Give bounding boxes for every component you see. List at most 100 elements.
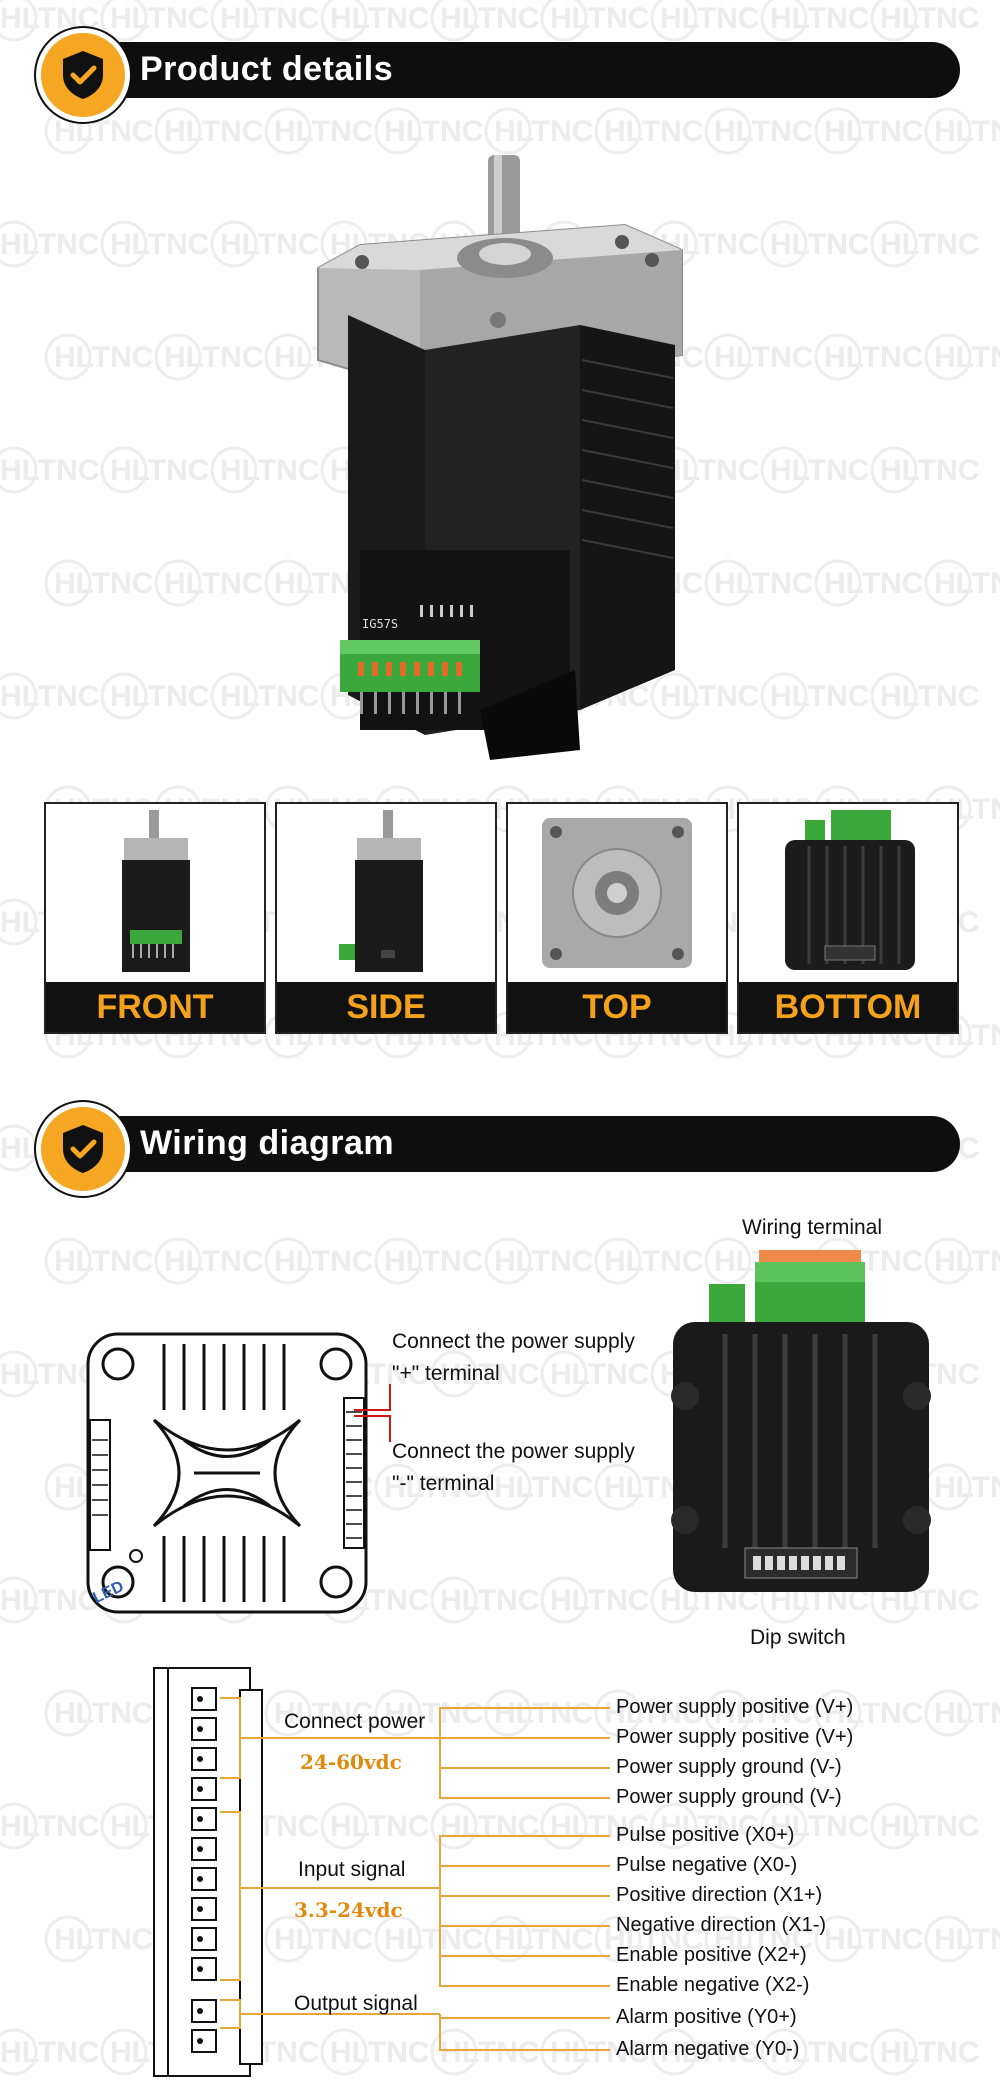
watermark-logo-ring	[100, 1802, 148, 1850]
watermark-text: HLTNC	[934, 1923, 1000, 1956]
motor-image: IG57S	[317, 155, 683, 760]
watermark-text: HLTNC	[824, 567, 923, 600]
pin-label: Negative direction (X1-)	[616, 1914, 827, 1936]
terminal-pin	[191, 1807, 217, 1831]
view-label-bottom: BOTTOM	[739, 982, 957, 1032]
watermark-logo-ring	[44, 1237, 92, 1285]
watermark-logo-ring	[924, 333, 972, 381]
watermark-text: HLTNC	[714, 567, 813, 600]
watermark-text: HLTNC	[824, 1923, 923, 1956]
watermark-logo-ring	[760, 0, 808, 42]
watermark-logo-ring	[0, 672, 38, 720]
watermark-logo-ring	[154, 559, 202, 607]
watermark-logo-ring	[814, 333, 862, 381]
watermark-text: HLTNC	[384, 1245, 483, 1278]
watermark-logo-ring	[430, 1576, 478, 1624]
pin-label: Pulse positive (X0+)	[616, 1824, 795, 1846]
pin-label: Alarm positive (Y0+)	[616, 2006, 797, 2028]
watermark-text: HLTNC	[824, 115, 923, 148]
view-panel-front: FRONT	[44, 802, 266, 1034]
watermark-text: HLTNC	[880, 2036, 979, 2069]
product-details-title: Product details	[140, 50, 394, 88]
pin-dot	[197, 1696, 203, 1702]
watermark-logo-ring	[540, 1576, 588, 1624]
watermark-logo-ring	[210, 220, 258, 268]
watermark-logo-ring	[100, 0, 148, 42]
terminal-pin	[191, 1897, 217, 1921]
watermark-text: HLTNC	[110, 2, 209, 35]
watermark-logo-ring	[870, 672, 918, 720]
watermark-logo-ring	[814, 107, 862, 155]
view-label-top: TOP	[508, 982, 726, 1032]
pin-dot	[197, 1906, 203, 1912]
watermark-text: HLTNC	[54, 1697, 153, 1730]
watermark-text: HLTNC	[494, 1471, 593, 1504]
watermark-logo-ring	[484, 107, 532, 155]
watermark-text: HLTNC	[880, 454, 979, 487]
watermark-logo-ring	[870, 2028, 918, 2076]
watermark-logo-ring	[44, 1915, 92, 1963]
view-panel-side: SIDE	[275, 802, 497, 1034]
watermark-logo-ring	[924, 1915, 972, 1963]
pin-dot	[197, 1816, 203, 1822]
pin-connector-line	[439, 2014, 610, 2019]
watermark-text: HLTNC	[54, 1923, 153, 1956]
watermark-logo-ring	[210, 672, 258, 720]
watermark-text: HLTNC	[824, 341, 923, 374]
watermark-text: HLTNC	[880, 680, 979, 713]
watermark-text: HLTNC	[384, 115, 483, 148]
pin-label: Power supply positive (V+)	[616, 1696, 854, 1718]
pin-connector-line	[439, 1888, 610, 1987]
watermark-logo-ring	[924, 1689, 972, 1737]
checkmark-shield-icon	[36, 1102, 130, 1196]
group-input-range: 3.3-24vdc	[294, 1898, 403, 1922]
terminal-pin	[191, 1777, 217, 1801]
motor-model-label: IG57S	[362, 617, 398, 631]
watermark-text: HLTNC	[934, 1697, 1000, 1730]
watermark-text: HLTNC	[274, 1245, 373, 1278]
wiring-diagram-title: Wiring diagram	[140, 1124, 395, 1162]
power-minus-label-1: Connect the power supply	[392, 1440, 635, 1463]
terminal-pin	[191, 1717, 217, 1741]
watermark-logo-ring	[704, 333, 752, 381]
watermark-logo-ring	[594, 107, 642, 155]
watermark-text: HLTNC	[110, 454, 209, 487]
terminal-pin	[191, 2029, 217, 2053]
wiring-terminal-label: Wiring terminal	[742, 1216, 883, 1239]
watermark-logo-ring	[0, 220, 38, 268]
watermark-logo-ring	[924, 559, 972, 607]
motor-outline-drawing: LED	[86, 1332, 368, 1614]
watermark-text: HLTNC	[164, 1245, 263, 1278]
watermark-text: HLTNC	[494, 115, 593, 148]
power-minus-label-2: "-" terminal	[392, 1472, 495, 1495]
product-details-banner: Product details	[40, 42, 960, 98]
motor-bottom-image	[785, 810, 915, 970]
terminal-pin	[191, 1957, 217, 1981]
terminal-pin	[191, 1867, 217, 1891]
terminal-pin	[191, 1687, 217, 1711]
watermark-logo-ring	[870, 446, 918, 494]
watermark-text: HLTNC	[54, 567, 153, 600]
watermark-logo-ring	[760, 446, 808, 494]
motor-bottom-photo	[671, 1250, 931, 1592]
watermark-logo-ring	[760, 672, 808, 720]
watermark-logo-ring	[100, 220, 148, 268]
watermark-logo-ring	[704, 559, 752, 607]
watermark-logo-ring	[870, 220, 918, 268]
watermark-logo-ring	[0, 1350, 38, 1398]
watermark-logo-ring	[594, 1237, 642, 1285]
pin-connector-line	[439, 1738, 610, 1799]
dip-switch-label: Dip switch	[750, 1626, 846, 1649]
watermark-text: HLTNC	[54, 341, 153, 374]
group-power-name: Connect power	[284, 1710, 426, 1733]
pin-dot	[197, 1876, 203, 1882]
watermark-logo-ring	[154, 333, 202, 381]
watermark-logo-ring	[100, 2028, 148, 2076]
watermark-logo-ring	[0, 0, 38, 42]
watermark-logo-ring	[0, 1802, 38, 1850]
watermark-logo-ring	[540, 1350, 588, 1398]
terminal-pin-diagram	[153, 1667, 610, 2077]
watermark-logo-ring	[0, 1124, 38, 1172]
watermark-text: HLTNC	[164, 341, 263, 374]
watermark-text: HLTNC	[880, 1810, 979, 1843]
